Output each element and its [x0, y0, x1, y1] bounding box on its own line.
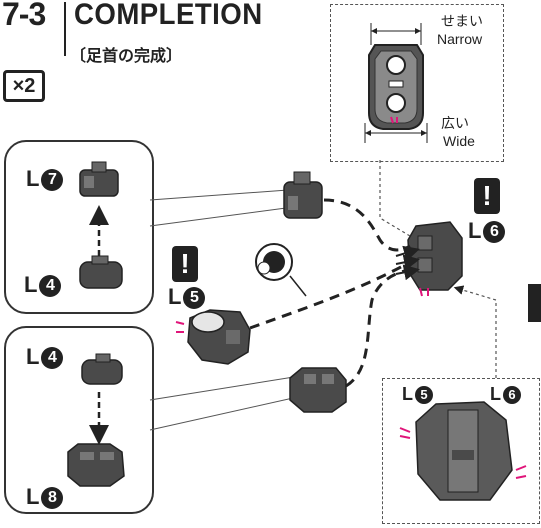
page-title: COMPLETION [74, 0, 263, 31]
subassembly-panel-top [4, 140, 154, 314]
label-l7-letter: L [26, 166, 40, 191]
title-divider [64, 2, 66, 56]
detail-l6-number: 6 [503, 386, 521, 405]
label-l4-top-letter: L [24, 272, 38, 297]
warning-icon-center: ! [172, 246, 198, 282]
detail-l5-letter: L [402, 384, 413, 404]
label-l7-number: 7 [41, 169, 64, 192]
label-l8-number: 8 [41, 487, 64, 510]
wide-label-jp: 広い [441, 116, 469, 132]
label-l4-top-number: 4 [39, 275, 62, 298]
narrow-label-en: Narrow [437, 31, 483, 47]
ankle-plate-diagram [364, 23, 428, 143]
part-upper-assembled [283, 171, 323, 219]
quantity-badge: ×2 [3, 70, 45, 102]
detail-l6-letter: L [490, 384, 501, 404]
label-l4-bottom-number: 4 [41, 347, 64, 370]
label-l5-letter: L [168, 284, 182, 309]
part-l5 [187, 309, 251, 365]
wide-label-en: Wide [443, 133, 475, 149]
detail-l5-number: 5 [415, 386, 433, 405]
label-l5-number: 5 [183, 287, 206, 310]
label-l6-letter: L [468, 218, 482, 243]
part-l6 [407, 221, 463, 291]
page-subtitle: 〔足首の完成〕 [70, 46, 183, 65]
part-lower-assembled [289, 367, 347, 413]
warning-icon-right: ! [474, 178, 500, 214]
label-l8-letter: L [26, 484, 40, 509]
pin-disc-icon [255, 243, 293, 281]
step-number: 7-3 [2, 0, 46, 32]
width-callout: せまい Narrow 広い Wide [330, 4, 504, 162]
label-l4-bottom-letter: L [26, 344, 40, 369]
narrow-label-jp: せまい [441, 14, 483, 30]
label-l6-number: 6 [483, 221, 506, 244]
